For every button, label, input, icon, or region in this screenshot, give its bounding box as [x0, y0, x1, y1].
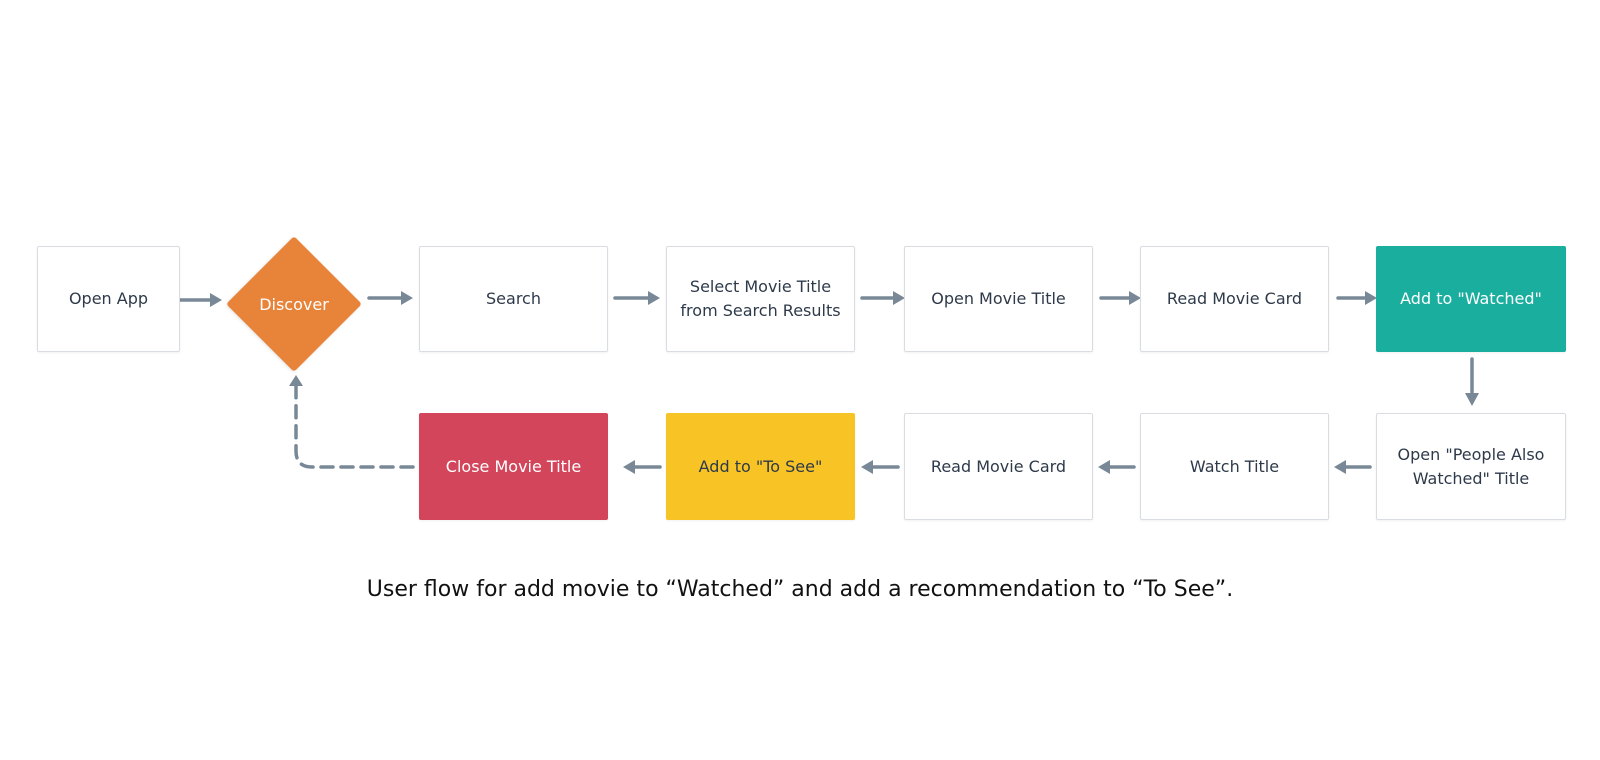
- arrowhead: [1465, 393, 1479, 406]
- node-read-movie-card-2[interactable]: Read Movie Card: [904, 413, 1093, 520]
- node-label: Watch Title: [1189, 456, 1280, 476]
- node-label: Discover: [259, 294, 329, 314]
- arrowhead: [289, 375, 303, 386]
- node-label: Open "People Also Watched" Title: [1397, 444, 1545, 488]
- node-search[interactable]: Search: [419, 246, 608, 352]
- node-label: Add to "To See": [698, 456, 823, 476]
- node-label: Open Movie Title: [931, 289, 1066, 308]
- node-label: Add to "Watched": [1400, 289, 1542, 308]
- node-discover-decision[interactable]: Discover: [226, 236, 362, 372]
- node-add-to-watched[interactable]: Add to "Watched": [1376, 246, 1566, 352]
- node-add-to-to-see[interactable]: Add to "To See": [666, 413, 855, 520]
- arrowhead: [1098, 460, 1110, 474]
- arrowhead: [1129, 291, 1141, 305]
- node-watch-title[interactable]: Watch Title: [1140, 413, 1329, 520]
- arrowhead: [1334, 460, 1346, 474]
- arrowhead: [401, 291, 413, 305]
- node-read-movie-card-1[interactable]: Read Movie Card: [1140, 246, 1329, 352]
- arrowhead: [861, 460, 873, 474]
- node-open-movie-title[interactable]: Open Movie Title: [904, 246, 1093, 352]
- arrowhead: [893, 291, 905, 305]
- dashed-arrow-close-to-discover: [294, 383, 415, 469]
- node-label: Close Movie Title: [445, 456, 582, 476]
- arrowhead: [623, 460, 635, 474]
- diagram-caption: User flow for add movie to “Watched” and…: [366, 577, 1234, 602]
- node-label: Search: [486, 289, 541, 308]
- node-open-people-also-watched[interactable]: Open "People Also Watched" Title: [1376, 413, 1566, 520]
- arrowhead: [210, 293, 222, 307]
- node-label: Read Movie Card: [930, 456, 1067, 476]
- arrowhead: [648, 291, 660, 305]
- arrowhead: [1365, 291, 1377, 305]
- node-label: Open App: [68, 289, 149, 308]
- node-close-movie-title[interactable]: Close Movie Title: [419, 413, 608, 520]
- node-label: Select Movie Title from Search Results: [680, 277, 841, 320]
- node-open-app[interactable]: Open App: [37, 246, 180, 352]
- node-label: Read Movie Card: [1166, 289, 1303, 308]
- node-select-movie-title[interactable]: Select Movie Title from Search Results: [666, 246, 855, 352]
